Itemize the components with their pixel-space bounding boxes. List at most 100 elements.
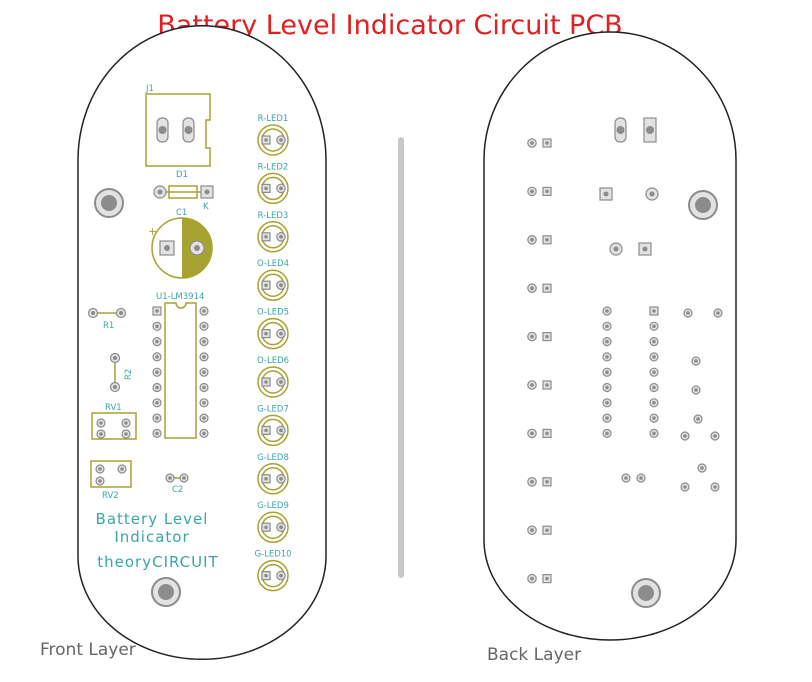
pad <box>649 306 659 316</box>
pad <box>261 377 271 387</box>
pad <box>199 382 209 393</box>
led-label: R-LED2 <box>258 162 289 172</box>
led-label: G-LED7 <box>257 404 289 414</box>
pad <box>276 570 286 581</box>
pad <box>276 183 286 194</box>
led-8: G-LED8 <box>257 453 289 495</box>
j1-label: J1 <box>145 84 154 94</box>
pad <box>276 377 286 387</box>
pad <box>261 474 271 484</box>
led-4: O-LED4 <box>257 259 289 301</box>
d1-label: D1 <box>176 170 188 180</box>
pad <box>527 476 537 487</box>
led-5: O-LED5 <box>257 308 289 350</box>
mounting-hole <box>688 190 718 220</box>
pad <box>527 380 537 390</box>
rv1-label: RV1 <box>105 403 122 413</box>
pad <box>152 337 162 347</box>
mounting-hole <box>631 578 661 608</box>
pad <box>542 186 552 196</box>
pad <box>542 573 552 584</box>
pad <box>649 321 659 331</box>
pad <box>261 232 271 242</box>
led-label: O-LED4 <box>257 259 289 269</box>
pad <box>276 280 286 290</box>
ic-u1-lm3914: U1-LM3914 <box>152 292 209 439</box>
u1-label: U1-LM3914 <box>156 292 204 302</box>
back-layer-caption: Back Layer <box>487 645 582 665</box>
pad <box>542 477 552 487</box>
pad <box>621 473 631 483</box>
pad <box>649 398 659 408</box>
pad <box>527 186 537 197</box>
potentiometer-rv1: RV1 <box>91 403 137 440</box>
led-9: G-LED9 <box>257 501 289 543</box>
front-layer-caption: Front Layer <box>40 640 136 660</box>
board-text-line-1: Battery Level <box>96 510 209 528</box>
r2-label: R2 <box>124 369 134 380</box>
pad <box>276 328 286 339</box>
pad <box>261 183 271 193</box>
led-6: O-LED6 <box>257 356 289 398</box>
pad <box>649 413 659 423</box>
led-7: G-LED7 <box>257 404 289 447</box>
c1-label: C1 <box>176 208 187 218</box>
pad <box>527 138 537 148</box>
pad <box>713 308 723 318</box>
pad <box>649 337 659 347</box>
ic-pins-back <box>602 306 659 438</box>
pad <box>199 428 209 438</box>
potentiometer-rv2: RV2 <box>90 460 132 501</box>
led-1: R-LED1 <box>257 114 289 156</box>
pad <box>542 332 552 342</box>
pad <box>261 570 271 581</box>
led-label: G-LED9 <box>257 501 289 511</box>
pad <box>693 414 703 424</box>
connector-j1: J1 <box>145 84 211 167</box>
pad <box>261 522 271 532</box>
board-text-line-3: theoryCIRCUIT <box>97 553 218 571</box>
pad <box>152 306 162 316</box>
back-board-outline <box>483 31 737 641</box>
pad <box>199 367 209 377</box>
pad <box>691 356 701 366</box>
led-label: G-LED8 <box>257 453 289 463</box>
capacitor-c2: C2 <box>165 473 189 495</box>
led-10: G-LED10 <box>254 550 292 592</box>
pad <box>152 398 162 408</box>
mounting-hole <box>94 188 124 218</box>
pad <box>527 283 537 293</box>
diode-d1: D1 K <box>153 170 214 212</box>
pad <box>542 138 552 148</box>
pad <box>649 367 659 377</box>
led-column: R-LED1R-LED2R-LED3O-LED4O-LED5O-LED6G-LE… <box>254 114 292 592</box>
pad <box>710 482 720 492</box>
pad <box>261 425 271 435</box>
pad <box>152 352 162 362</box>
pad <box>602 382 612 393</box>
pad <box>527 525 537 535</box>
pad <box>542 283 552 293</box>
pad <box>152 413 162 423</box>
pad <box>527 428 537 439</box>
pad <box>199 306 209 316</box>
pad <box>542 235 552 245</box>
pad <box>199 413 209 423</box>
k-label: K <box>203 202 209 212</box>
led-label: G-LED10 <box>254 550 291 560</box>
r1-label: R1 <box>103 321 114 331</box>
pad <box>649 382 659 393</box>
pad <box>542 525 552 535</box>
mounting-hole <box>151 577 181 607</box>
board-text-line-2: Indicator <box>114 528 189 546</box>
led-pads-back <box>527 138 552 584</box>
pad <box>602 306 612 316</box>
pad <box>697 463 707 473</box>
led-label: O-LED6 <box>257 356 289 366</box>
pad <box>199 398 209 408</box>
pad <box>276 232 286 242</box>
connector-j1-back <box>614 117 657 143</box>
rv2-label: RV2 <box>102 491 119 501</box>
pad <box>199 352 209 362</box>
